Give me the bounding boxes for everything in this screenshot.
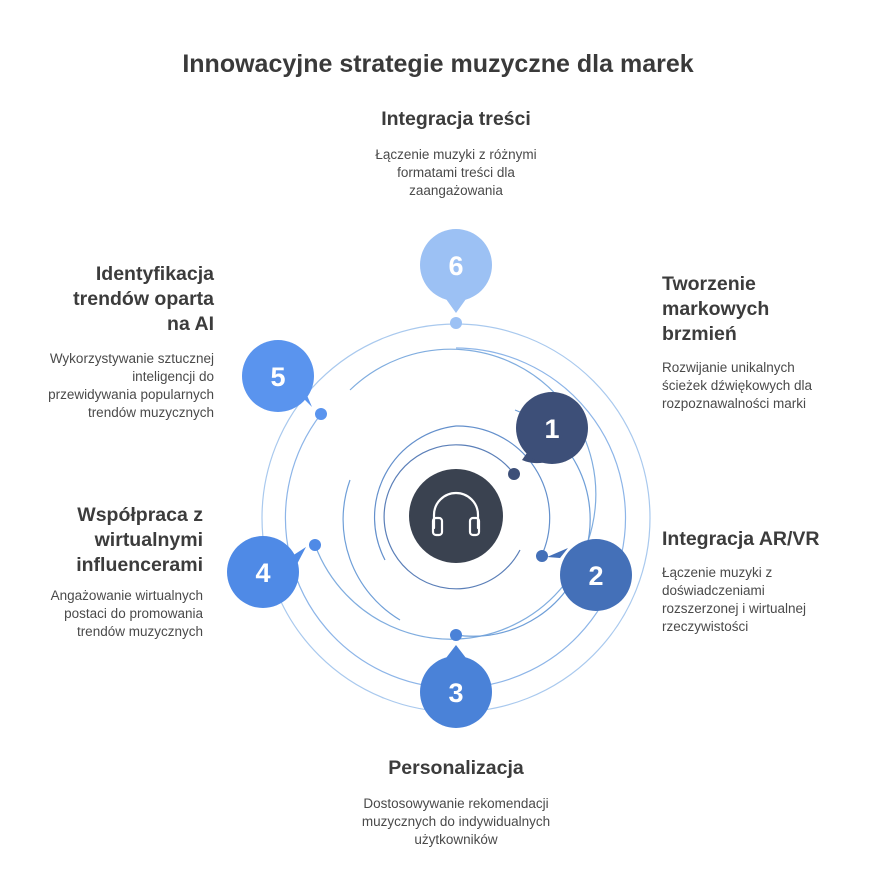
item-4-title: Współpraca z wirtualnymi influencerami <box>76 504 203 576</box>
item-5-desc: Wykorzystywanie sztucznej inteligencji d… <box>48 351 214 420</box>
item-1-desc: Rozwijanie unikalnych ścieżek dźwiękowyc… <box>662 360 813 411</box>
ring-2 <box>373 425 551 561</box>
marker-3-number: 3 <box>448 678 463 708</box>
item-6-desc: Łączenie muzyki z różnymi formatami treś… <box>375 147 537 198</box>
marker-2-number: 2 <box>588 561 603 591</box>
ring-3b <box>342 479 401 621</box>
headphones-icon <box>431 491 481 537</box>
item-2-desc: Łączenie muzyki z doświadczeniami rozsze… <box>662 565 807 634</box>
marker-1-number: 1 <box>544 414 559 444</box>
ring-1 <box>383 444 521 590</box>
marker-6-number: 6 <box>448 251 463 281</box>
item-3-desc: Dostosowywanie rekomendacji muzycznych d… <box>361 796 551 847</box>
item-5-title: Identyfikacja trendów oparta na AI <box>73 263 214 335</box>
page-title: Innowacyjne strategie muzyczne dla marek <box>182 50 694 78</box>
marker-3[interactable]: 3 <box>420 629 492 728</box>
marker-5-number: 5 <box>270 362 285 392</box>
marker-5[interactable]: 5 <box>242 340 327 420</box>
marker-2[interactable]: 2 <box>536 539 632 611</box>
ring-4 <box>314 348 597 640</box>
item-6-title: Integracja treści <box>381 108 531 130</box>
item-3-title: Personalizacja <box>388 757 524 779</box>
item-2-title: Integracja AR/VR <box>662 528 820 550</box>
item-4-desc: Angażowanie wirtualnych postaci do promo… <box>50 588 203 639</box>
marker-4-number: 4 <box>255 558 270 588</box>
marker-1[interactable]: 1 <box>508 392 588 480</box>
marker-6[interactable]: 6 <box>420 229 492 329</box>
marker-4[interactable]: 4 <box>227 536 321 608</box>
center-circle <box>409 469 503 563</box>
item-1-title: Tworzenie markowych brzmień <box>662 273 770 345</box>
